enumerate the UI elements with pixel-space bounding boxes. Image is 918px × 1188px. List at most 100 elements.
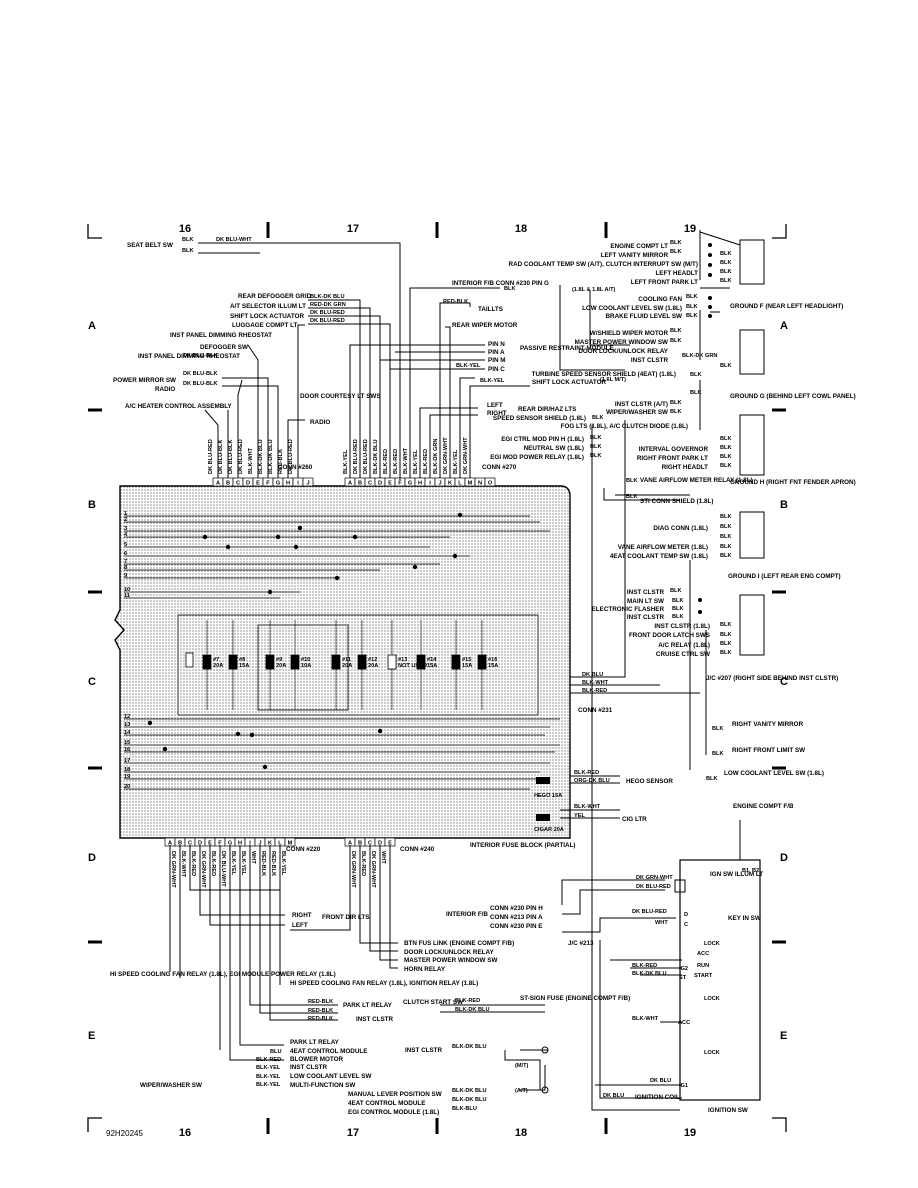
- label-right-vanity: RIGHT VANITY MIRROR: [732, 721, 804, 728]
- label-4eat-coolant: 4EAT COOLANT TEMP SW (1.8L): [610, 553, 708, 560]
- wire-color: DK GRN-WHT: [350, 851, 356, 888]
- wire-color: BLK: [720, 524, 732, 530]
- conn-270-label: CONN #270: [482, 464, 517, 471]
- label-low-coolant-18: LOW COOLANT LEVEL SW (1.8L): [724, 770, 824, 777]
- wire-color: BLK-DK BLU: [268, 440, 274, 475]
- wire-color: BLK: [590, 444, 602, 450]
- wire-color: DK BLU-RED: [636, 884, 671, 890]
- wire-color: BLK: [720, 632, 732, 638]
- wire-color: WHT: [655, 920, 668, 926]
- wire-color: DK BLU-BLK: [183, 353, 218, 359]
- wire-color: BLK-YEL: [480, 378, 505, 384]
- bus-number: 18: [124, 767, 130, 773]
- label-wiper-washer-sw: WIPER/WASHER SW: [606, 409, 668, 416]
- label-ground-h: GROUND H (RIGHT FNT FENDER APRON): [730, 479, 856, 486]
- label-inst-panel-dimming: INST PANEL DIMMING RHEOSTAT: [138, 353, 240, 360]
- label-ign-sw-illum: IGN SW ILLUM LT: [710, 871, 763, 878]
- wire-color: BLK: [626, 478, 638, 484]
- pin-letter: C: [236, 480, 240, 486]
- row-letter: D: [88, 852, 96, 864]
- fuse: [185, 652, 194, 668]
- wire-color: BLK: [672, 598, 684, 604]
- wire-color: BLK: [720, 260, 732, 266]
- wire-color: BLK: [720, 454, 732, 460]
- wire-color: BLK: [670, 338, 682, 344]
- pin-letter: A: [348, 480, 352, 486]
- pin-letter: B: [178, 840, 182, 846]
- fuse-rating: 20A: [342, 663, 352, 669]
- pin-letter: F: [218, 840, 222, 846]
- wire-color: BLK-DK BLU: [452, 1097, 487, 1103]
- pin-letter: L: [458, 480, 462, 486]
- wire-color: BLK-RED: [574, 770, 599, 776]
- column-number: 16: [179, 223, 191, 235]
- bus-number: 1: [124, 511, 127, 517]
- label-door-courtesy: DOOR COURTESY LT SWS: [300, 393, 381, 400]
- ign-position: LOCK: [704, 1050, 720, 1056]
- label-main-lt-sw: MAIN LT SW: [627, 598, 664, 605]
- label-luggage-compt-lt: LUGGAGE COMPT LT: [232, 322, 297, 329]
- label-hego-fuse: HEGO 15A: [534, 793, 562, 799]
- row-letter: B: [780, 499, 788, 511]
- fuse-rating: 15A: [427, 663, 437, 669]
- wire-color: BLK: [672, 614, 684, 620]
- wire-color: BLK: [720, 650, 732, 656]
- label-left: LEFT: [487, 402, 503, 409]
- wire-color: BLK-YEL: [230, 851, 236, 876]
- fuse-row: #720A#815A#920A#1010A#1120A#1220A#13NOT …: [185, 620, 498, 710]
- label-pin-c: PIN C: [488, 366, 505, 373]
- fuse: [416, 654, 426, 670]
- wire-color: DK GRN-WHT: [170, 851, 176, 888]
- wire-color: BLK: [670, 588, 682, 594]
- label-pin-m: PIN M: [488, 357, 506, 364]
- label-inst-clstr-18: INST CLSTR (1.8L): [654, 623, 710, 630]
- wire-color: BLK-DK GRN: [433, 439, 439, 474]
- wire-color: BLK-WHT: [403, 447, 409, 474]
- wire-color: DK BLU: [603, 1093, 624, 1099]
- wire-color: RED-BLK: [270, 851, 276, 876]
- row-letter: E: [88, 1030, 95, 1042]
- fuse: [290, 654, 300, 670]
- wire-color: BLK-RED: [393, 449, 399, 474]
- fuse-rating: 20A: [276, 663, 286, 669]
- pin-letter: H: [418, 480, 422, 486]
- label-defogger-sw: DEFOGGER SW: [200, 344, 248, 351]
- wire-color: BLK-YEL: [256, 1074, 281, 1080]
- variant-label: (1.6L M/T): [600, 377, 626, 383]
- label-hi-speed-cooling: HI SPEED COOLING FAN RELAY (1.8L), EGI M…: [110, 971, 336, 978]
- wire-color: YEL: [574, 813, 585, 819]
- wire-color: BLK-WHT: [632, 1016, 659, 1022]
- wire-color: BLK: [686, 294, 698, 300]
- column-number: 17: [347, 223, 359, 235]
- pin-letter: K: [448, 480, 452, 486]
- wire-color: BLK: [720, 622, 732, 628]
- fuse-id: #14: [427, 657, 437, 663]
- wire-color: DK GRN-WHT: [443, 437, 449, 474]
- wire-color: BLK-RED: [360, 851, 366, 876]
- fuse-id: #11: [342, 657, 351, 663]
- label-st-sign-fuse: ST-SIGN FUSE (ENGINE COMPT F/B): [520, 995, 630, 1002]
- pin-letter: L: [278, 840, 282, 846]
- wire-color: DK BLU-RED: [208, 439, 214, 474]
- pin-letter: J: [258, 840, 261, 846]
- ign-terminal: ST: [679, 975, 687, 981]
- label-shift-lock-actuator-2: SHIFT LOCK ACTUATOR: [532, 379, 606, 386]
- label-left-headlt: LEFT HEADLT: [655, 270, 698, 277]
- wire-color: DK GRN-WHT: [370, 851, 376, 888]
- variant-label: (1.8L & 1.8L A/T): [572, 287, 616, 293]
- fuse-block-label: INTERIOR FUSE BLOCK (PARTIAL): [470, 842, 576, 849]
- ign-position: ACC: [697, 951, 709, 957]
- wire-color: BLK-DK BLU: [452, 1088, 487, 1094]
- pin-letter: A: [216, 480, 220, 486]
- wire-color: BLK: [720, 269, 732, 275]
- label-interior-fb: INTERIOR F/B CONN #230 PIN G: [452, 280, 549, 287]
- pin-letter: M: [288, 840, 293, 846]
- label-park-lt-relay-2: PARK LT RELAY: [290, 1039, 340, 1046]
- label-door-lock-relay-2: DOOR LOCK/UNLOCK RELAY: [404, 949, 494, 956]
- label-inst-panel-dimming-rheostat: INST PANEL DIMMING RHEOSTAT: [170, 332, 272, 339]
- label-rear-defogger-grid: REAR DEFOGGER GRID: [238, 293, 312, 300]
- label-left-front-dir: LEFT: [292, 922, 308, 929]
- bus-number: 16: [124, 747, 130, 753]
- label-ignition-coil: IGNITION COIL: [635, 1094, 680, 1101]
